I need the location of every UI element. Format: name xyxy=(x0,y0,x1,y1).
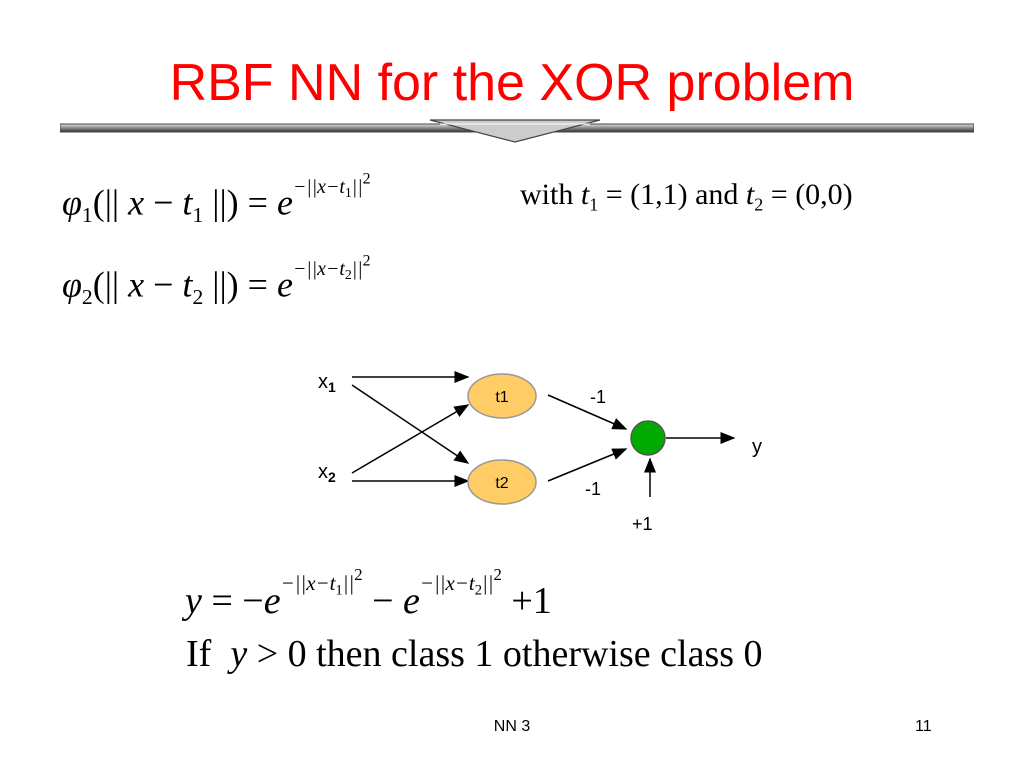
hidden-node-t2 xyxy=(467,459,537,505)
weight-label-2: -1 xyxy=(585,479,601,499)
centers-definition: with t1 = (1,1) and t2 = (0,0) xyxy=(520,178,853,215)
hidden-label-t1: t1 xyxy=(495,389,508,406)
output-equation: y = −e−||x−t1||2 − e−||x−t2||2 +1 xyxy=(185,565,552,623)
input-label-x2: x2 xyxy=(318,461,336,485)
bias-label: +1 xyxy=(632,514,653,534)
edge-t1-y xyxy=(547,394,628,430)
page-number: 11 xyxy=(915,718,932,735)
phi2-equation: φ2(|| x − t2 ||) = e−||x−t2||2 xyxy=(62,252,371,309)
edge-x1-t2 xyxy=(351,384,470,464)
weight-label-1: -1 xyxy=(590,387,606,407)
output-node xyxy=(630,420,666,456)
title-divider xyxy=(60,119,974,143)
input-label-x1: x1 xyxy=(318,371,336,395)
edge-t2-y xyxy=(547,448,628,482)
phi1-equation: φ1(|| x − t1 ||) = e−||x−t1||2 xyxy=(62,170,371,227)
footer-course: NN 3 xyxy=(493,718,531,735)
classification-rule: If y > 0 then class 1 otherwise class 0 xyxy=(186,633,763,675)
rbf-network-diagram: x1 x2 t1 t2 -1 -1 y +1 xyxy=(318,371,762,534)
slide-title: RBF NN for the XOR problem xyxy=(169,54,855,112)
hidden-node-t1 xyxy=(467,373,537,419)
edge-x2-t1 xyxy=(351,404,470,474)
output-label-y: y xyxy=(752,436,762,458)
hidden-label-t2: t2 xyxy=(495,475,508,492)
